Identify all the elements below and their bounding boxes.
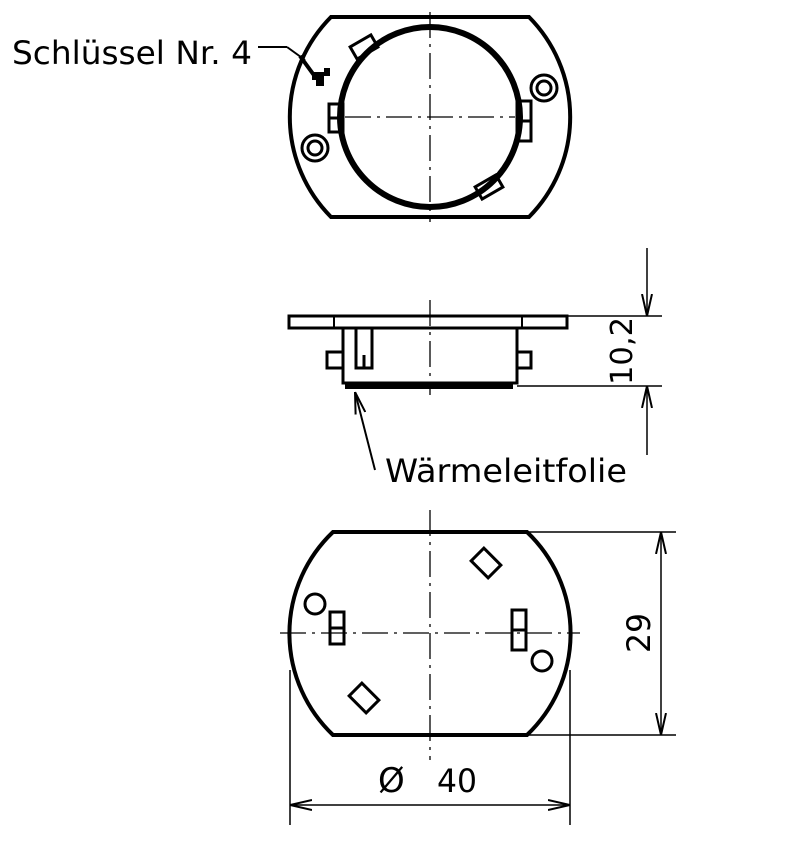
key-mark (298, 54, 330, 86)
hole-bottom-left (303, 592, 327, 616)
dimension-height: 10,2 (517, 248, 662, 455)
dimension-height-label: 10,2 (605, 317, 640, 385)
dimension-diameter-label: 40 (437, 762, 477, 800)
key-label-callout: Schlüssel Nr. 4 (12, 34, 306, 72)
dimension-diameter: Ø 40 (289, 670, 571, 825)
hole-bottom-right (530, 649, 554, 673)
bottom-view: 29 Ø 40 (280, 510, 676, 825)
mounting-hole-left (300, 133, 330, 163)
flange-plate (287, 314, 569, 330)
flange-outline (287, 15, 573, 219)
diameter-symbol: Ø (378, 761, 405, 801)
thermal-pad-label: Wärmeleitfolie (385, 452, 627, 490)
dimension-width: 29 (527, 531, 676, 736)
clip-tabs (327, 32, 533, 202)
dimension-width-label: 29 (620, 613, 658, 653)
key-label: Schlüssel Nr. 4 (12, 34, 252, 72)
pads (328, 546, 528, 715)
side-view: 10,2 Wärmeleitfolie (287, 248, 662, 490)
top-view (287, 12, 573, 222)
thermal-pad-callout: Wärmeleitfolie (355, 392, 627, 490)
mounting-hole-right (529, 73, 559, 103)
side-clips (325, 328, 533, 370)
